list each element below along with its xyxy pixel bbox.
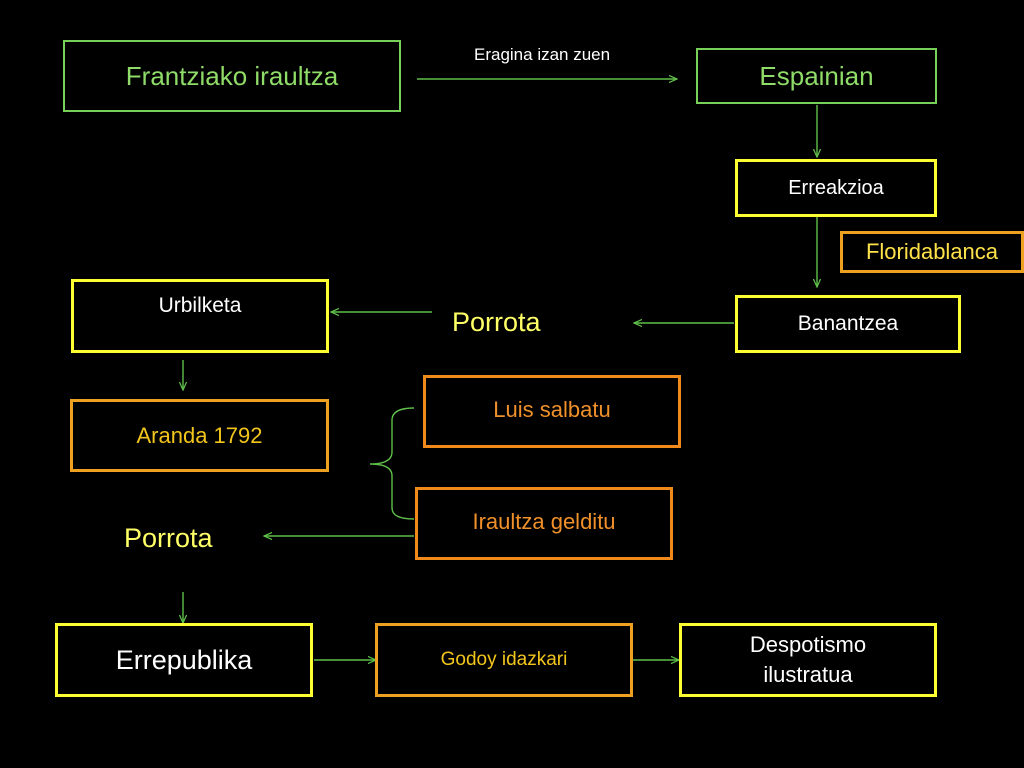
node-frantziako-iraultza-label: Frantziako iraultza <box>125 60 339 91</box>
node-floridablanca-label: Floridablanca <box>865 239 999 264</box>
node-aranda: Aranda 1792 <box>70 399 329 472</box>
node-despotismo: Despotismo ilustratua <box>679 623 937 697</box>
node-iraultza-gelditu-label: Iraultza gelditu <box>472 508 616 534</box>
node-erreakzioa-label: Erreakzioa <box>788 176 884 199</box>
node-godoy-label: Godoy idazkari <box>440 649 568 670</box>
node-luis-salbatu-label: Luis salbatu <box>493 396 611 422</box>
node-floridablanca: Floridablanca <box>840 231 1024 273</box>
node-espainian-label: Espainian <box>759 60 874 91</box>
node-banantzea: Banantzea <box>735 295 961 353</box>
node-urbilketa-label: Urbilketa <box>158 294 242 317</box>
node-luis-salbatu: Luis salbatu <box>423 375 681 448</box>
curly-brace <box>369 407 415 520</box>
node-espainian: Espainian <box>696 48 937 104</box>
node-errepublika-label: Errepublika <box>115 644 253 675</box>
text-porrota-top: Porrota <box>452 307 541 337</box>
node-despotismo-label: Despotismo ilustratua <box>749 632 867 687</box>
node-aranda-label: Aranda 1792 <box>136 422 263 448</box>
node-godoy: Godoy idazkari <box>375 623 633 697</box>
node-erreakzioa: Erreakzioa <box>735 159 937 217</box>
node-banantzea-label: Banantzea <box>797 312 899 335</box>
node-urbilketa: Urbilketa <box>71 279 329 353</box>
node-frantziako-iraultza: Frantziako iraultza <box>63 40 401 112</box>
node-iraultza-gelditu: Iraultza gelditu <box>415 487 673 560</box>
node-errepublika: Errepublika <box>55 623 313 697</box>
edge-label-eragina: Eragina izan zuen <box>474 45 611 64</box>
text-porrota-bottom: Porrota <box>124 523 213 553</box>
